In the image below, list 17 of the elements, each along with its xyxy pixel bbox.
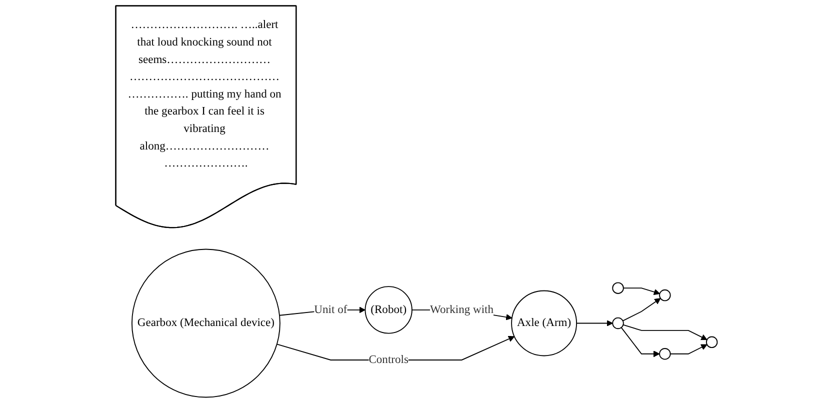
node-circle — [659, 289, 671, 302]
arrow — [622, 298, 661, 322]
node-circle — [706, 336, 718, 348]
node-circle: Axle (Arm) — [511, 290, 578, 356]
node-circle — [659, 348, 671, 360]
arrow — [576, 320, 613, 326]
arrow — [622, 324, 708, 340]
edge-label: Working with — [430, 303, 494, 316]
arrow — [670, 344, 708, 354]
edge-label: Unit of — [314, 303, 348, 316]
node-circle — [612, 282, 624, 294]
node-circle — [612, 317, 624, 330]
edge-label: Controls — [368, 354, 408, 366]
node-circle: (Robot) — [364, 286, 412, 334]
arrow — [620, 327, 660, 358]
arrow — [622, 288, 660, 296]
node-circle: Gearbox (Mechanical device) — [132, 248, 280, 398]
